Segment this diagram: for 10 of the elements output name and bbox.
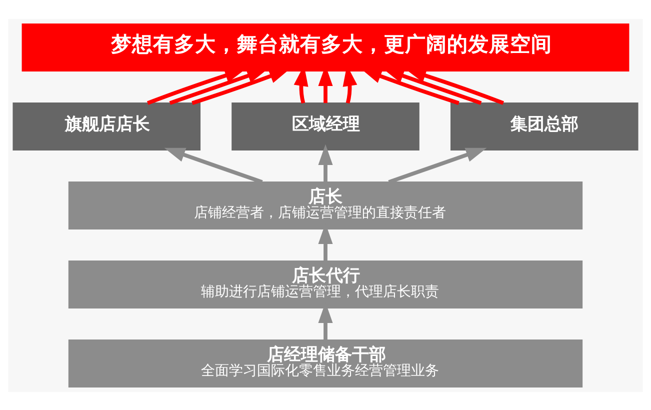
arrow: [388, 147, 487, 184]
arrow: [318, 144, 333, 182]
arrow: [164, 147, 263, 184]
node-box: 店长代行 辅助进行店铺运营管理，代理店长职责: [68, 260, 583, 308]
node-box: 区域经理: [232, 102, 420, 150]
node-box: 旗舰店店长: [12, 102, 201, 150]
node-box: 店长 店铺经营者，店铺运营管理的直接责任者: [68, 181, 583, 229]
node-box: 集团总部: [450, 102, 638, 150]
node-box: 店经理储备干部 全面学习国际化零售业务经营管理业务: [68, 339, 583, 387]
node-box: 梦想有多大，舞台就有多大，更广阔的发展空间: [22, 23, 630, 71]
